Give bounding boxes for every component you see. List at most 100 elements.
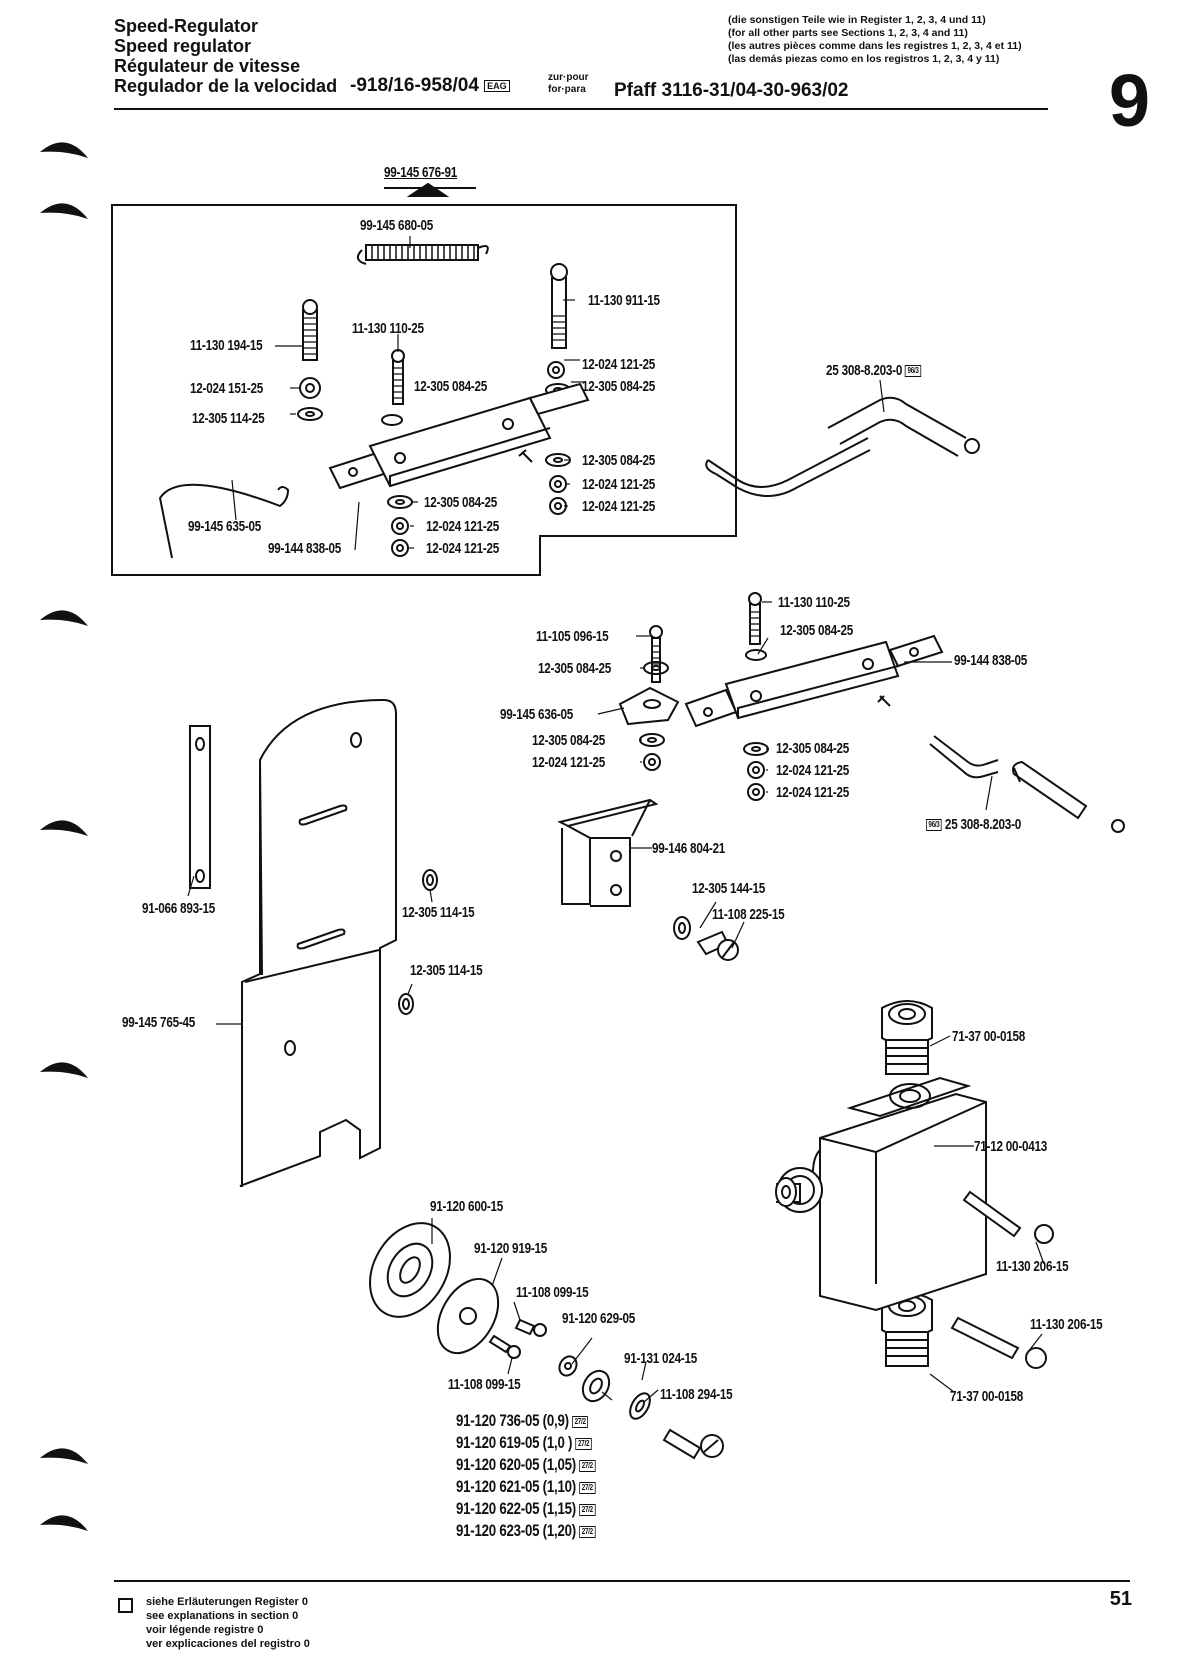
- nut-12-024-151: [299, 377, 321, 399]
- label-99-145-636-05: 99-145 636-05: [500, 706, 574, 723]
- screw-11-130-110-b: [748, 592, 762, 645]
- label-12-305-144-15: 12-305 144-15: [692, 880, 766, 897]
- label-12-024-121-25-e: 12-024 121-25: [426, 540, 500, 557]
- shim-row: 91-120 622-05 (1,15) 27/2: [456, 1498, 596, 1520]
- shim-list: 91-120 736-05 (0,9) 27/2 91-120 619-05 (…: [456, 1410, 635, 1542]
- screw-11-108-294: [662, 1428, 724, 1460]
- screw-11-130-206-a: [962, 1190, 1054, 1244]
- label-11-108-294-15: 11-108 294-15: [660, 1386, 733, 1403]
- shim-code: 27/2: [579, 1459, 596, 1472]
- title-en: Speed regulator: [114, 36, 252, 56]
- cam-91-120-600: [369, 1222, 451, 1318]
- label-11-105-096-15: 11-105 096-15: [536, 628, 609, 645]
- shim-row: 91-120 621-05 (1,10) 27/2: [456, 1476, 596, 1498]
- switch-housing: [775, 1076, 987, 1312]
- label-11-108-099-15-a: 11-108 099-15: [516, 1284, 589, 1301]
- label-91-120-629-05: 91-120 629-05: [562, 1310, 636, 1327]
- label-12-305-114-15-b: 12-305 114-15: [410, 962, 483, 979]
- label-91-120-919-15: 91-120 919-15: [474, 1240, 548, 1257]
- label-99-146-804-21: 99-146 804-21: [652, 840, 726, 857]
- footer-note-de: siehe Erläuterungen Register 0: [146, 1596, 308, 1608]
- shim-code: 27/2: [579, 1525, 596, 1538]
- label-11-108-099-15-b: 11-108 099-15: [448, 1376, 521, 1393]
- legend-box-icon: [118, 1598, 133, 1613]
- label-25-308-8-203-0-b: 96/3 25 308-8.203-0: [926, 816, 1021, 833]
- label-71-12-00-0413: 71-12 00-0413: [974, 1138, 1048, 1155]
- label-71-37-00-0158-b: 71-37 00-0158: [950, 1388, 1024, 1405]
- zur-pour: zur·pour for·para: [548, 72, 589, 96]
- screw-11-130-194: [302, 299, 318, 361]
- page-number: 51: [1109, 1588, 1132, 1610]
- screw-11-108-225: [696, 930, 739, 961]
- label-11-130-206-15-a: 11-130 206-15: [996, 1258, 1069, 1275]
- screw-11-130-911: [550, 263, 568, 349]
- label-11-130-110-25: 11-130 110-25: [352, 320, 424, 337]
- screw-11-108-099-a: [514, 1318, 547, 1337]
- footer-note-es: ver explicaciones del registro 0: [146, 1638, 310, 1650]
- label-12-024-121-25-a: 12-024 121-25: [582, 356, 656, 373]
- label-12-024-151-25: 12-024 151-25: [190, 380, 264, 397]
- shim-part: 91-120 619-05 (1,0 ): [456, 1433, 573, 1452]
- label-25-308-8-203-0-a-text: 25 308-8.203-0: [826, 362, 903, 379]
- machine-model: Pfaff 3116-31/04-30-963/02: [614, 80, 849, 101]
- shim-part: 91-120 623-05 (1,20): [456, 1521, 576, 1540]
- header-notes: (die sonstigen Teile wie in Register 1, …: [728, 14, 1022, 66]
- label-99-145-635-05: 99-145 635-05: [188, 518, 262, 535]
- label-99-144-838-05-a: 99-144 838-05: [268, 540, 342, 557]
- label-12-024-121-25-d: 12-024 121-25: [426, 518, 500, 535]
- shim-row: 91-120 619-05 (1,0 ) 27/2: [456, 1432, 595, 1454]
- model-number-text: -918/16-958/04: [350, 75, 479, 96]
- label-12-024-121-25-h: 12-024 121-25: [776, 784, 850, 801]
- header-rule: [114, 108, 1048, 110]
- label-12-024-121-25-b: 12-024 121-25: [582, 476, 656, 493]
- footer-rule: [114, 1580, 1130, 1582]
- wire-spring: [158, 483, 290, 559]
- lever-inset: [328, 382, 590, 490]
- note-es: (las demás piezas como en los registros …: [728, 53, 1000, 65]
- label-91-066-893-15: 91-066 893-15: [142, 900, 216, 917]
- plate: [239, 698, 397, 1187]
- shim-code: 27/2: [572, 1415, 589, 1428]
- washer-12-305-114: [297, 407, 323, 421]
- spring: [356, 244, 489, 265]
- label-91-120-600-15: 91-120 600-15: [430, 1198, 504, 1215]
- code-96-3-b: 96/3: [926, 819, 942, 832]
- header: Speed-Regulator Speed regulator Régulate…: [114, 16, 337, 96]
- label-11-130-911-15: 11-130 911-15: [588, 292, 660, 309]
- title-es: Regulador de la velocidad: [114, 76, 338, 96]
- footer-note-fr: voir légende registre 0: [146, 1624, 264, 1636]
- label-12-024-121-25-f: 12-024 121-25: [532, 754, 606, 771]
- label-12-305-084-25-c: 12-305 084-25: [582, 452, 656, 469]
- shim-row: 91-120 620-05 (1,05) 27/2: [456, 1454, 596, 1476]
- code-96-3-a: 96/3: [905, 365, 922, 378]
- title-de: Speed-Regulator: [114, 16, 259, 36]
- shim-part: 91-120 622-05 (1,15): [456, 1499, 576, 1518]
- label-12-305-084-25-d: 12-305 084-25: [424, 494, 498, 511]
- label-11-130-194-15: 11-130 194-15: [190, 337, 263, 354]
- label-25-308-8-203-0-b-text: 25 308-8.203-0: [944, 816, 1022, 833]
- label-25-308-8-203-0-a: 25 308-8.203-0 96/3: [826, 362, 922, 379]
- label-12-305-114-25: 12-305 114-25: [192, 410, 265, 427]
- label-99-145-765-45: 99-145 765-45: [122, 1014, 196, 1031]
- model-number: -918/16-958/04 EAG: [350, 76, 510, 96]
- zur-pour-text: zur·pour: [548, 72, 589, 83]
- screw-11-130-110: [391, 349, 405, 405]
- screw-11-105-096: [649, 625, 663, 683]
- footer-notes: siehe Erläuterungen Register 0 see expla…: [146, 1595, 310, 1651]
- label-11-130-206-15-b: 11-130 206-15: [1030, 1316, 1103, 1333]
- note-en: (for all other parts see Sections 1, 2, …: [728, 27, 968, 39]
- label-12-024-121-25-g: 12-024 121-25: [776, 762, 850, 779]
- inset-frame: [111, 204, 737, 576]
- binder-marks: [40, 142, 88, 1531]
- label-99-144-838-05-b: 99-144 838-05: [954, 652, 1028, 669]
- label-11-108-225-15: 11-108 225-15: [712, 906, 785, 923]
- register-number: 9: [1108, 59, 1150, 142]
- label-99-145-680-05: 99-145 680-05: [360, 217, 434, 234]
- hose-right: [929, 735, 1125, 833]
- label-11-130-110-25-b: 11-130 110-25: [778, 594, 850, 611]
- shim-row: 91-120 736-05 (0,9) 27/2: [456, 1410, 595, 1432]
- block-99-145-636: [618, 686, 680, 726]
- label-12-305-084-25-g: 12-305 084-25: [532, 732, 606, 749]
- label-12-305-114-15-a: 12-305 114-15: [402, 904, 475, 921]
